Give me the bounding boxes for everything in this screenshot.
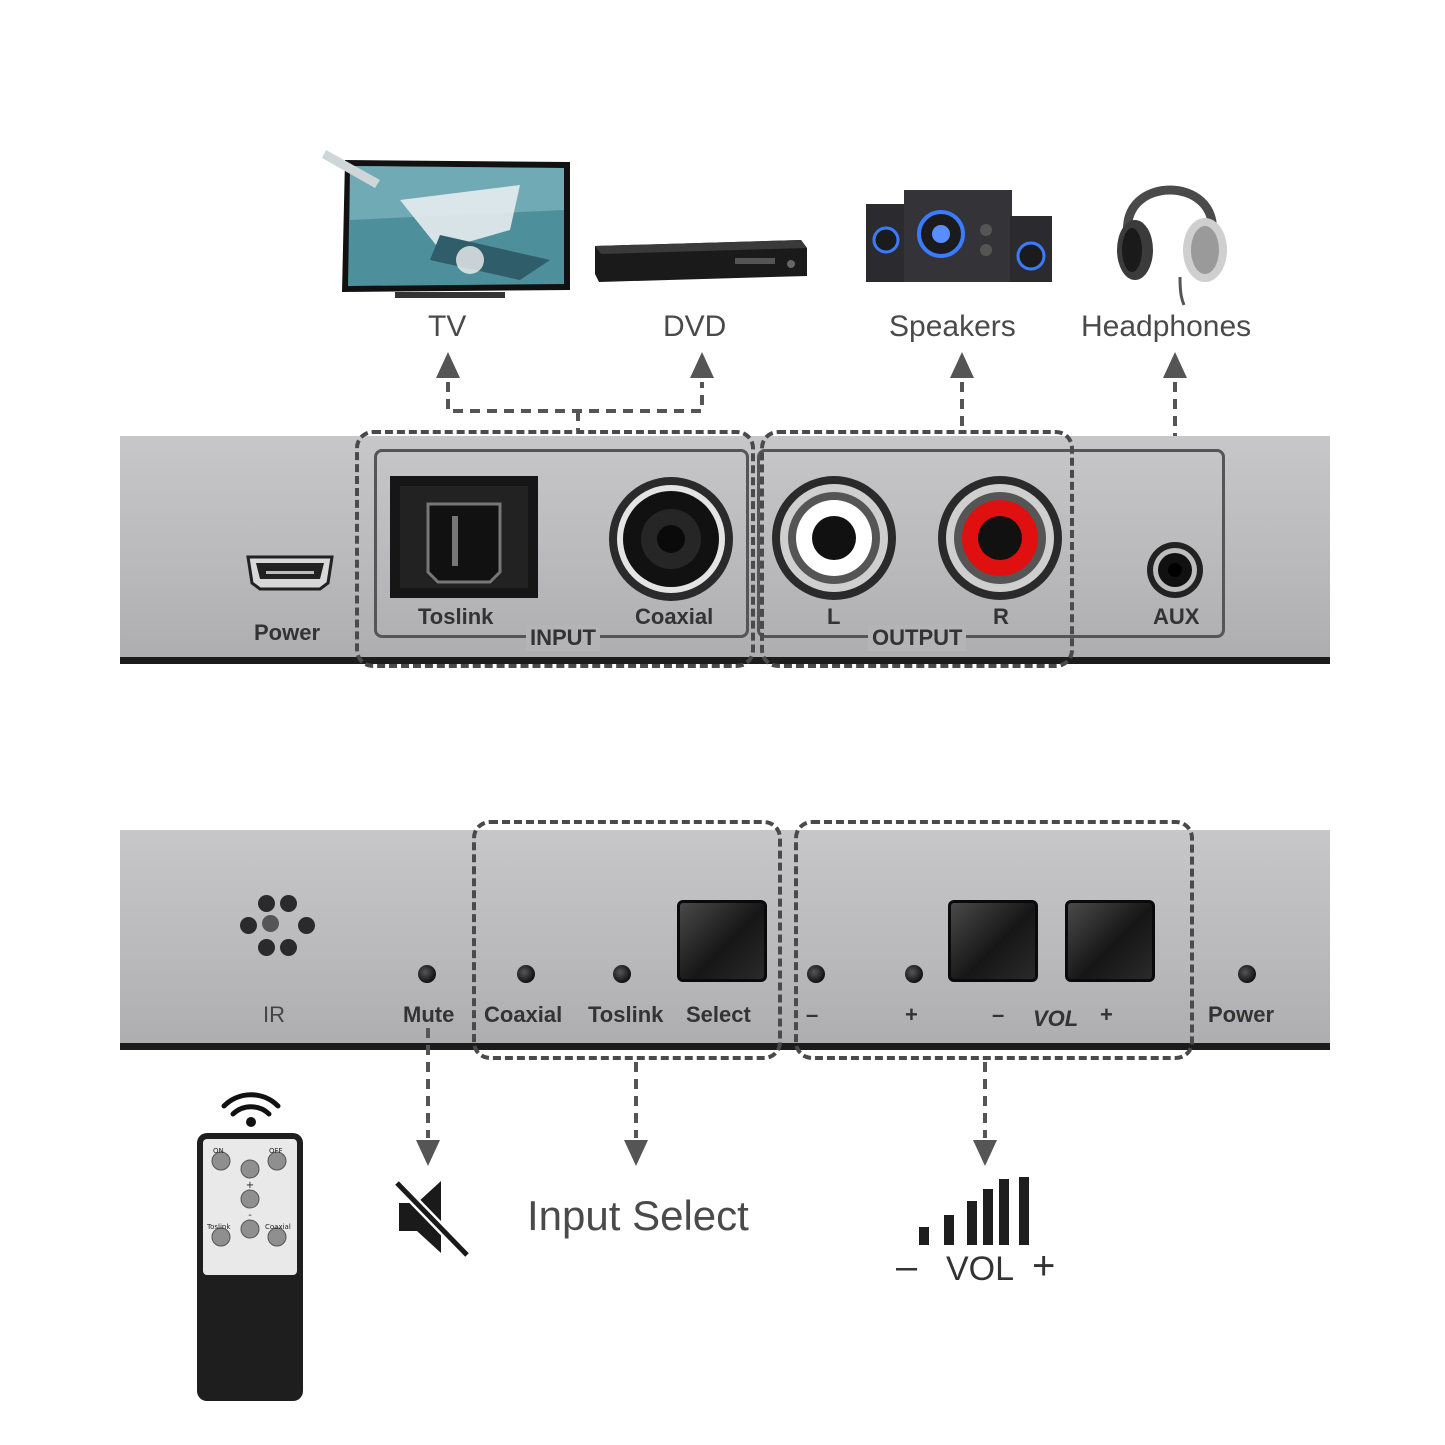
volume-dashed-group <box>794 820 1194 1060</box>
vol-caption: VOL <box>946 1250 1015 1288</box>
remote-coaxial-label: Coaxial <box>265 1223 291 1231</box>
volume-plus-led <box>905 965 923 983</box>
back-power-label: Power <box>254 620 321 645</box>
aux-output-jack[interactable] <box>1145 540 1205 600</box>
vol-minus-label: – <box>992 1002 1005 1027</box>
front-power-label: Power <box>1208 1002 1275 1027</box>
input-select-dashed-group <box>472 820 782 1060</box>
dvd-label: DVD <box>663 310 727 343</box>
input-group-label: INPUT <box>526 625 600 651</box>
wifi-signal-icon <box>218 1088 284 1128</box>
remote-off-label: OFF <box>269 1147 283 1155</box>
volume-up-button[interactable] <box>1065 900 1155 982</box>
output-group-box <box>757 449 1225 638</box>
speakers-label: Speakers <box>889 310 1016 343</box>
power-led <box>1238 965 1256 983</box>
vol-label: VOL <box>1033 1006 1079 1031</box>
toslink-label: Toslink <box>418 604 494 629</box>
top-connector-arrows <box>436 352 1187 540</box>
ir-sensor-icon <box>238 893 318 963</box>
vol-caption-minus: – <box>896 1246 918 1288</box>
volume-minus-led-label: – <box>806 1002 819 1027</box>
volume-plus-led-label: + <box>905 1002 918 1027</box>
rca-right-output-port[interactable] <box>936 474 1064 602</box>
tv-label: TV <box>428 310 467 343</box>
mute-led <box>418 965 436 983</box>
output-dashed-group <box>760 430 1074 668</box>
tv-image <box>320 140 575 310</box>
svg-text:-: - <box>248 1210 252 1221</box>
coaxial-input-port[interactable] <box>606 474 736 604</box>
headphones-image <box>1110 155 1230 306</box>
ir-label: IR <box>263 1002 285 1027</box>
mute-speaker-icon <box>393 1175 473 1259</box>
rca-left-label: L <box>827 604 841 629</box>
coaxial-led <box>517 965 535 983</box>
coaxial-label: Coaxial <box>635 604 714 629</box>
rca-right-label: R <box>993 604 1009 629</box>
volume-down-button[interactable] <box>948 900 1038 982</box>
vol-plus-label: + <box>1100 1002 1113 1027</box>
mute-label: Mute <box>403 1002 455 1027</box>
volume-bars-icon <box>917 1175 1037 1247</box>
remote-control[interactable]: + - ON OFF Toslink Coaxial <box>197 1133 303 1401</box>
select-button[interactable] <box>677 900 767 982</box>
speakers-image <box>866 190 1052 290</box>
micro-usb-power-port[interactable] <box>244 553 336 591</box>
toslink-input-port[interactable] <box>390 476 538 598</box>
input-dashed-group <box>355 430 755 668</box>
remote-toslink-label: Toslink <box>207 1223 231 1231</box>
coaxial-front-label: Coaxial <box>484 1002 563 1027</box>
volume-minus-led <box>807 965 825 983</box>
headphones-label: Headphones <box>1081 310 1252 343</box>
dvd-player-image <box>595 238 807 283</box>
aux-label: AUX <box>1153 604 1200 629</box>
toslink-led <box>613 965 631 983</box>
toslink-front-label: Toslink <box>588 1002 664 1027</box>
remote-on-label: ON <box>213 1147 224 1155</box>
output-group-label: OUTPUT <box>868 625 967 651</box>
input-select-caption: Input Select <box>527 1192 749 1239</box>
svg-text:+: + <box>246 1180 254 1191</box>
select-label: Select <box>686 1002 751 1027</box>
rca-left-output-port[interactable] <box>770 474 898 602</box>
vol-caption-plus: + <box>1032 1244 1056 1288</box>
